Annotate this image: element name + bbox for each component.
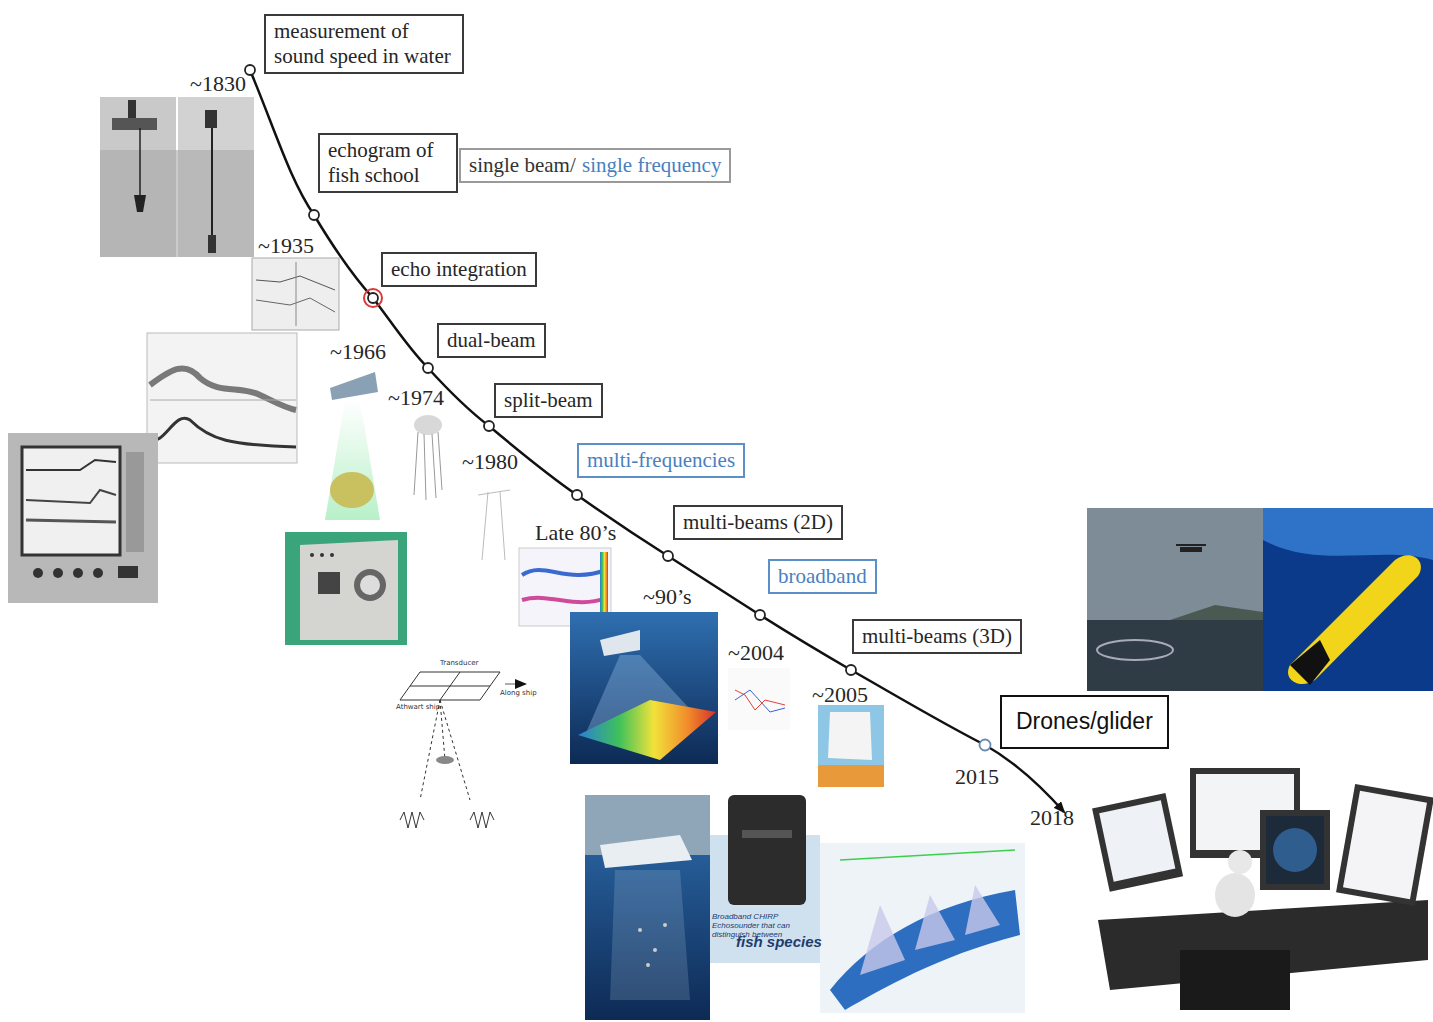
multibeam-survey xyxy=(570,612,718,764)
node-text: Drones/glider xyxy=(1016,708,1153,734)
diagram-label: Transducer xyxy=(440,660,478,668)
diagram-label: Along ship xyxy=(500,690,537,698)
node-text: single frequency xyxy=(582,153,721,177)
fish-school-illustration xyxy=(325,372,380,520)
node-text: split-beam xyxy=(504,388,593,412)
milestone-box: multi-beams (3D) xyxy=(852,619,1022,654)
highlight-ring xyxy=(364,289,382,307)
year-label: ~2005 xyxy=(812,683,868,707)
product-caption: fish species xyxy=(736,934,822,951)
fish-target-image xyxy=(818,705,884,787)
milestone-box: split-beam xyxy=(494,383,603,418)
year-label: ~1974 xyxy=(388,386,444,410)
year-label: ~1966 xyxy=(330,340,386,364)
milestone-box: echogram of fish school xyxy=(318,133,458,193)
historic-photo xyxy=(100,97,254,257)
year-label: ~1935 xyxy=(258,234,314,258)
echosounder-monitor xyxy=(8,433,158,603)
echogram-record xyxy=(147,333,297,463)
beam-sketch xyxy=(478,490,510,560)
year-label: ~1830 xyxy=(190,72,246,96)
year-label: 2015 xyxy=(955,765,999,789)
node-text: multi-beams (2D) xyxy=(683,510,833,534)
year-label: Late 80’s xyxy=(535,521,616,545)
operator-console xyxy=(1092,768,1433,1010)
node-text: multi-beams (3D) xyxy=(862,624,1012,648)
glider-photo xyxy=(1263,508,1433,691)
trawler-fish-school xyxy=(585,795,710,1020)
node-text: dual-beam xyxy=(447,328,536,352)
node-text: broadband xyxy=(778,564,867,588)
year-label: ~2004 xyxy=(728,641,784,665)
method-box: single beam/single frequency xyxy=(459,148,731,183)
node-text: echogram of fish school xyxy=(328,138,434,187)
timeline-line xyxy=(250,70,1064,812)
platform-box: Drones/glider xyxy=(1000,695,1169,749)
drone-photo xyxy=(1087,508,1263,691)
year-label: ~90’s xyxy=(643,585,692,609)
node-text: multi-frequencies xyxy=(587,448,735,472)
multibeam-3d-swath xyxy=(820,843,1025,1013)
milestone-box: echo integration xyxy=(381,252,537,287)
diagram-label: Athwart ship xyxy=(396,704,440,712)
echogram-sketch xyxy=(252,258,339,330)
node-text: single beam/ xyxy=(469,153,576,177)
milestone-box: dual-beam xyxy=(437,323,546,358)
jellyfish-sketch xyxy=(414,415,442,500)
frequency-box: broadband xyxy=(768,559,877,594)
node-text: measurement of sound speed in water xyxy=(274,19,451,68)
node-text: echo integration xyxy=(391,257,527,281)
milestone-box: measurement of sound speed in water xyxy=(264,14,464,74)
year-label: 2018 xyxy=(1030,806,1074,830)
frequency-box: multi-frequencies xyxy=(577,443,745,478)
frequency-response-graph xyxy=(728,668,790,730)
echo-integrator-console xyxy=(285,532,407,645)
milestone-box: multi-beams (2D) xyxy=(673,505,843,540)
year-label: ~1980 xyxy=(462,450,518,474)
